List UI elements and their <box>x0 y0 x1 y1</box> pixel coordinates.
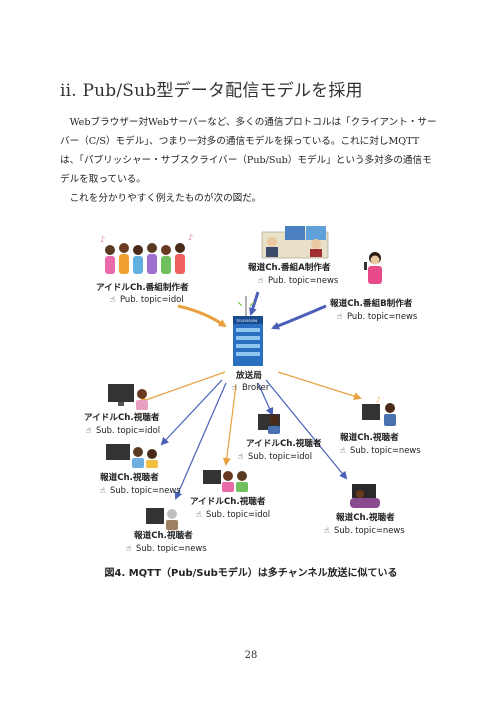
subscriber-5-topic: Sub. topic=idol <box>248 451 312 461</box>
news-a-studio-illustration <box>261 226 329 259</box>
subscriber-3-name: 報道Ch.視聴者 <box>134 529 193 541</box>
idol-group-illustration: ♪ ♪ <box>100 233 193 274</box>
broker-role: Broker <box>242 382 270 392</box>
news-b-reporter-illustration <box>364 252 382 284</box>
subscriber-2-name: 報道Ch.視聴者 <box>100 471 159 483</box>
subscriber-6-illustration: ♪ <box>362 396 396 426</box>
subscriber-2-illustration <box>106 444 158 468</box>
broker-role-icon: ☝ <box>232 382 237 392</box>
section-heading: ii. Pub/Sub型データ配信モデルを採用 <box>60 81 363 101</box>
subscriber-6-topic-icon: ☝ <box>340 445 345 455</box>
pub-arrow-news-a <box>249 291 260 316</box>
subscriber-3-topic: Sub. topic=news <box>136 543 207 553</box>
subscriber-1-topic: Sub. topic=idol <box>96 425 160 435</box>
publisher-idol-topic: Pub. topic=idol <box>120 294 184 304</box>
figure-caption: 図4. MQTT（Pub/Subモデル）は多チャンネル放送に似ている <box>104 568 398 579</box>
subscriber-2-topic-icon: ☝ <box>100 485 105 495</box>
subscriber-7-name: 報道Ch.視聴者 <box>336 511 395 523</box>
subscriber-7-illustration <box>350 484 380 508</box>
broadcast-tower-icon <box>233 296 263 366</box>
subscriber-5-topic-icon: ☝ <box>238 451 243 461</box>
subscriber-6-topic: Sub. topic=news <box>350 445 421 455</box>
publisher-news-b-name: 報道Ch.番組B制作者 <box>330 297 413 309</box>
sub-arrow-3 <box>174 382 227 500</box>
publisher-news-b-topic: Pub. topic=news <box>347 311 417 321</box>
publisher-idol-topic-icon: ☝ <box>110 294 115 304</box>
publisher-news-b-topic-icon: ☝ <box>337 311 342 321</box>
svg-text:♪: ♪ <box>376 396 380 404</box>
body-paragraph-1: Webブラウザー対Webサーバーなど、多くの通信プロトコルは「クライアント・サー… <box>60 117 437 185</box>
subscriber-7-topic: Sub. topic=news <box>334 525 405 535</box>
subscriber-4-topic-icon: ☝ <box>196 509 201 519</box>
subscriber-6-name: 報道Ch.視聴者 <box>340 431 399 443</box>
sub-arrow-4 <box>222 384 237 466</box>
body-paragraph-2: これを分かりやすく例えたものが次の図だ。 <box>69 193 262 204</box>
publisher-idol-name: アイドルCh.番組制作者 <box>96 281 189 293</box>
pub-arrow-idol <box>177 304 227 328</box>
sub-arrow-6 <box>277 371 362 400</box>
sub-arrow-2 <box>160 379 223 446</box>
subscriber-4-name: アイドルCh.視聴者 <box>190 495 266 507</box>
svg-text:♪: ♪ <box>100 235 105 244</box>
subscriber-5-name: アイドルCh.視聴者 <box>246 437 322 449</box>
subscriber-1-name: アイドルCh.視聴者 <box>84 411 160 423</box>
publisher-news-a-name: 報道Ch.番組A制作者 <box>248 261 331 273</box>
subscriber-3-illustration <box>146 508 178 530</box>
publisher-news-a-topic: Pub. topic=news <box>268 275 338 285</box>
svg-text:♪: ♪ <box>188 233 193 242</box>
subscriber-4-illustration <box>203 470 248 492</box>
sub-arrow-1 <box>138 371 226 404</box>
page-number: 28 <box>244 650 258 661</box>
sub-arrow-5 <box>257 382 274 416</box>
subscriber-4-topic: Sub. topic=idol <box>206 509 270 519</box>
subscriber-2-topic: Sub. topic=news <box>110 485 181 495</box>
tower-sign-text: TELEVISION <box>235 319 257 323</box>
subscriber-7-topic-icon: ☝ <box>324 525 329 535</box>
subscriber-1-topic-icon: ☝ <box>86 425 91 435</box>
broker-name: 放送局 <box>235 369 262 381</box>
sub-arrow-7 <box>265 379 348 480</box>
subscriber-1-illustration <box>108 384 148 410</box>
publisher-news-a-topic-icon: ☝ <box>258 275 263 285</box>
subscriber-3-topic-icon: ☝ <box>126 543 131 553</box>
pub-arrow-news-b <box>271 304 327 330</box>
subscriber-5-illustration <box>258 414 280 434</box>
